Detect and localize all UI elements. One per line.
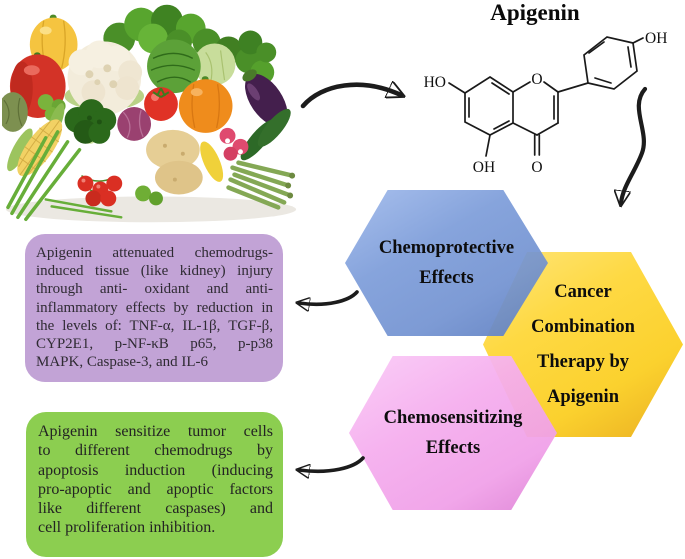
red-onion [117, 107, 152, 141]
box-text-line: inflammatory effects by reduction in [36, 299, 273, 316]
hexagon-chemosensitizing: Chemosensitizing Effects [349, 356, 557, 510]
photo-shadow [5, 196, 297, 223]
hexagon-label-line: Therapy by [536, 351, 629, 372]
box-text-line: pro-apoptic and apoptic factors [38, 480, 273, 498]
yellow-squash [200, 141, 224, 182]
apigenin-structure: HO O OH O OH [424, 30, 668, 176]
bond-5-oh [485, 134, 491, 157]
ring-a [464, 75, 514, 136]
bond-7-oh [448, 82, 466, 94]
box-text-line: Apigenin attenuated chemodrugs- [36, 245, 273, 261]
potatoes [146, 129, 203, 195]
radishes [219, 127, 249, 161]
box-text-line: apoptosis induction (inducing [38, 461, 273, 479]
box-text-line: to different chemodrugs by [38, 442, 273, 460]
hexagon-label-line: Apigenin [547, 386, 619, 407]
savoy-cabbage [147, 39, 201, 94]
box-text-line: CYP2E1, p-NF-κB p65, p-p38 [36, 336, 273, 353]
molecule-title: Apigenin [490, 0, 580, 25]
kohlrabi [193, 43, 236, 86]
box-text-line: Apigenin sensitize tumor cells [38, 423, 273, 440]
hexagon-chemoprotective: Chemoprotective Effects [345, 190, 548, 336]
bond-c2-ring-b [557, 82, 589, 93]
label-ketone-o: O [531, 159, 542, 176]
green-onions [6, 130, 123, 222]
asparagus [226, 160, 296, 210]
hexagon-label-line: Cancer [554, 281, 612, 302]
broccoli [64, 99, 117, 144]
vegetables-photo [2, 4, 297, 223]
ring-b [583, 36, 638, 90]
arrow-pink-to-green-box [299, 456, 365, 471]
label-ho: HO [424, 74, 446, 91]
hexagon-label-line: Effects [425, 438, 481, 458]
brussels-sprouts-bottom [135, 185, 163, 206]
tomato [144, 87, 178, 121]
box-text-line: MAPK, Caspase-3, and IL-6 [36, 354, 209, 371]
box-text-line: like different caspases) and [38, 500, 273, 518]
cucumbers [240, 108, 291, 161]
cauliflower [64, 40, 145, 115]
box-text-line: through anti- oxidant and anti- [36, 281, 273, 298]
eggplant [242, 69, 288, 127]
chemoprotective-summary-box: Apigenin attenuated chemodrugs- induced … [25, 234, 283, 382]
arrow-vegetables-to-molecule [300, 85, 401, 109]
hexagon-label-line: Chemoprotective [378, 238, 515, 258]
hexagon-label-line: Chemosensitizing [383, 408, 523, 428]
hexagon-label-line: Combination [531, 316, 635, 337]
chemosensitizing-summary-box: Apigenin sensitize tumor cells to differ… [26, 412, 283, 557]
cherry-tomatoes [77, 174, 123, 207]
box-text-line: cell proliferation inhibition. [38, 519, 216, 537]
arrow-blue-to-purple-box [299, 290, 359, 304]
hexagon-label-line: Effects [419, 268, 474, 288]
box-text-line: induced tissue (like kidney) injury [36, 263, 273, 280]
orange-pepper [178, 76, 233, 133]
label-oh-4p: OH [645, 30, 667, 47]
box-text-line: the levels of: TNF-α, IL-1β, TGF-β, [36, 317, 273, 334]
artichoke [2, 92, 28, 132]
bond-4p-oh [632, 37, 644, 44]
label-ring-o: O [531, 71, 542, 88]
label-oh-5: OH [473, 159, 495, 176]
